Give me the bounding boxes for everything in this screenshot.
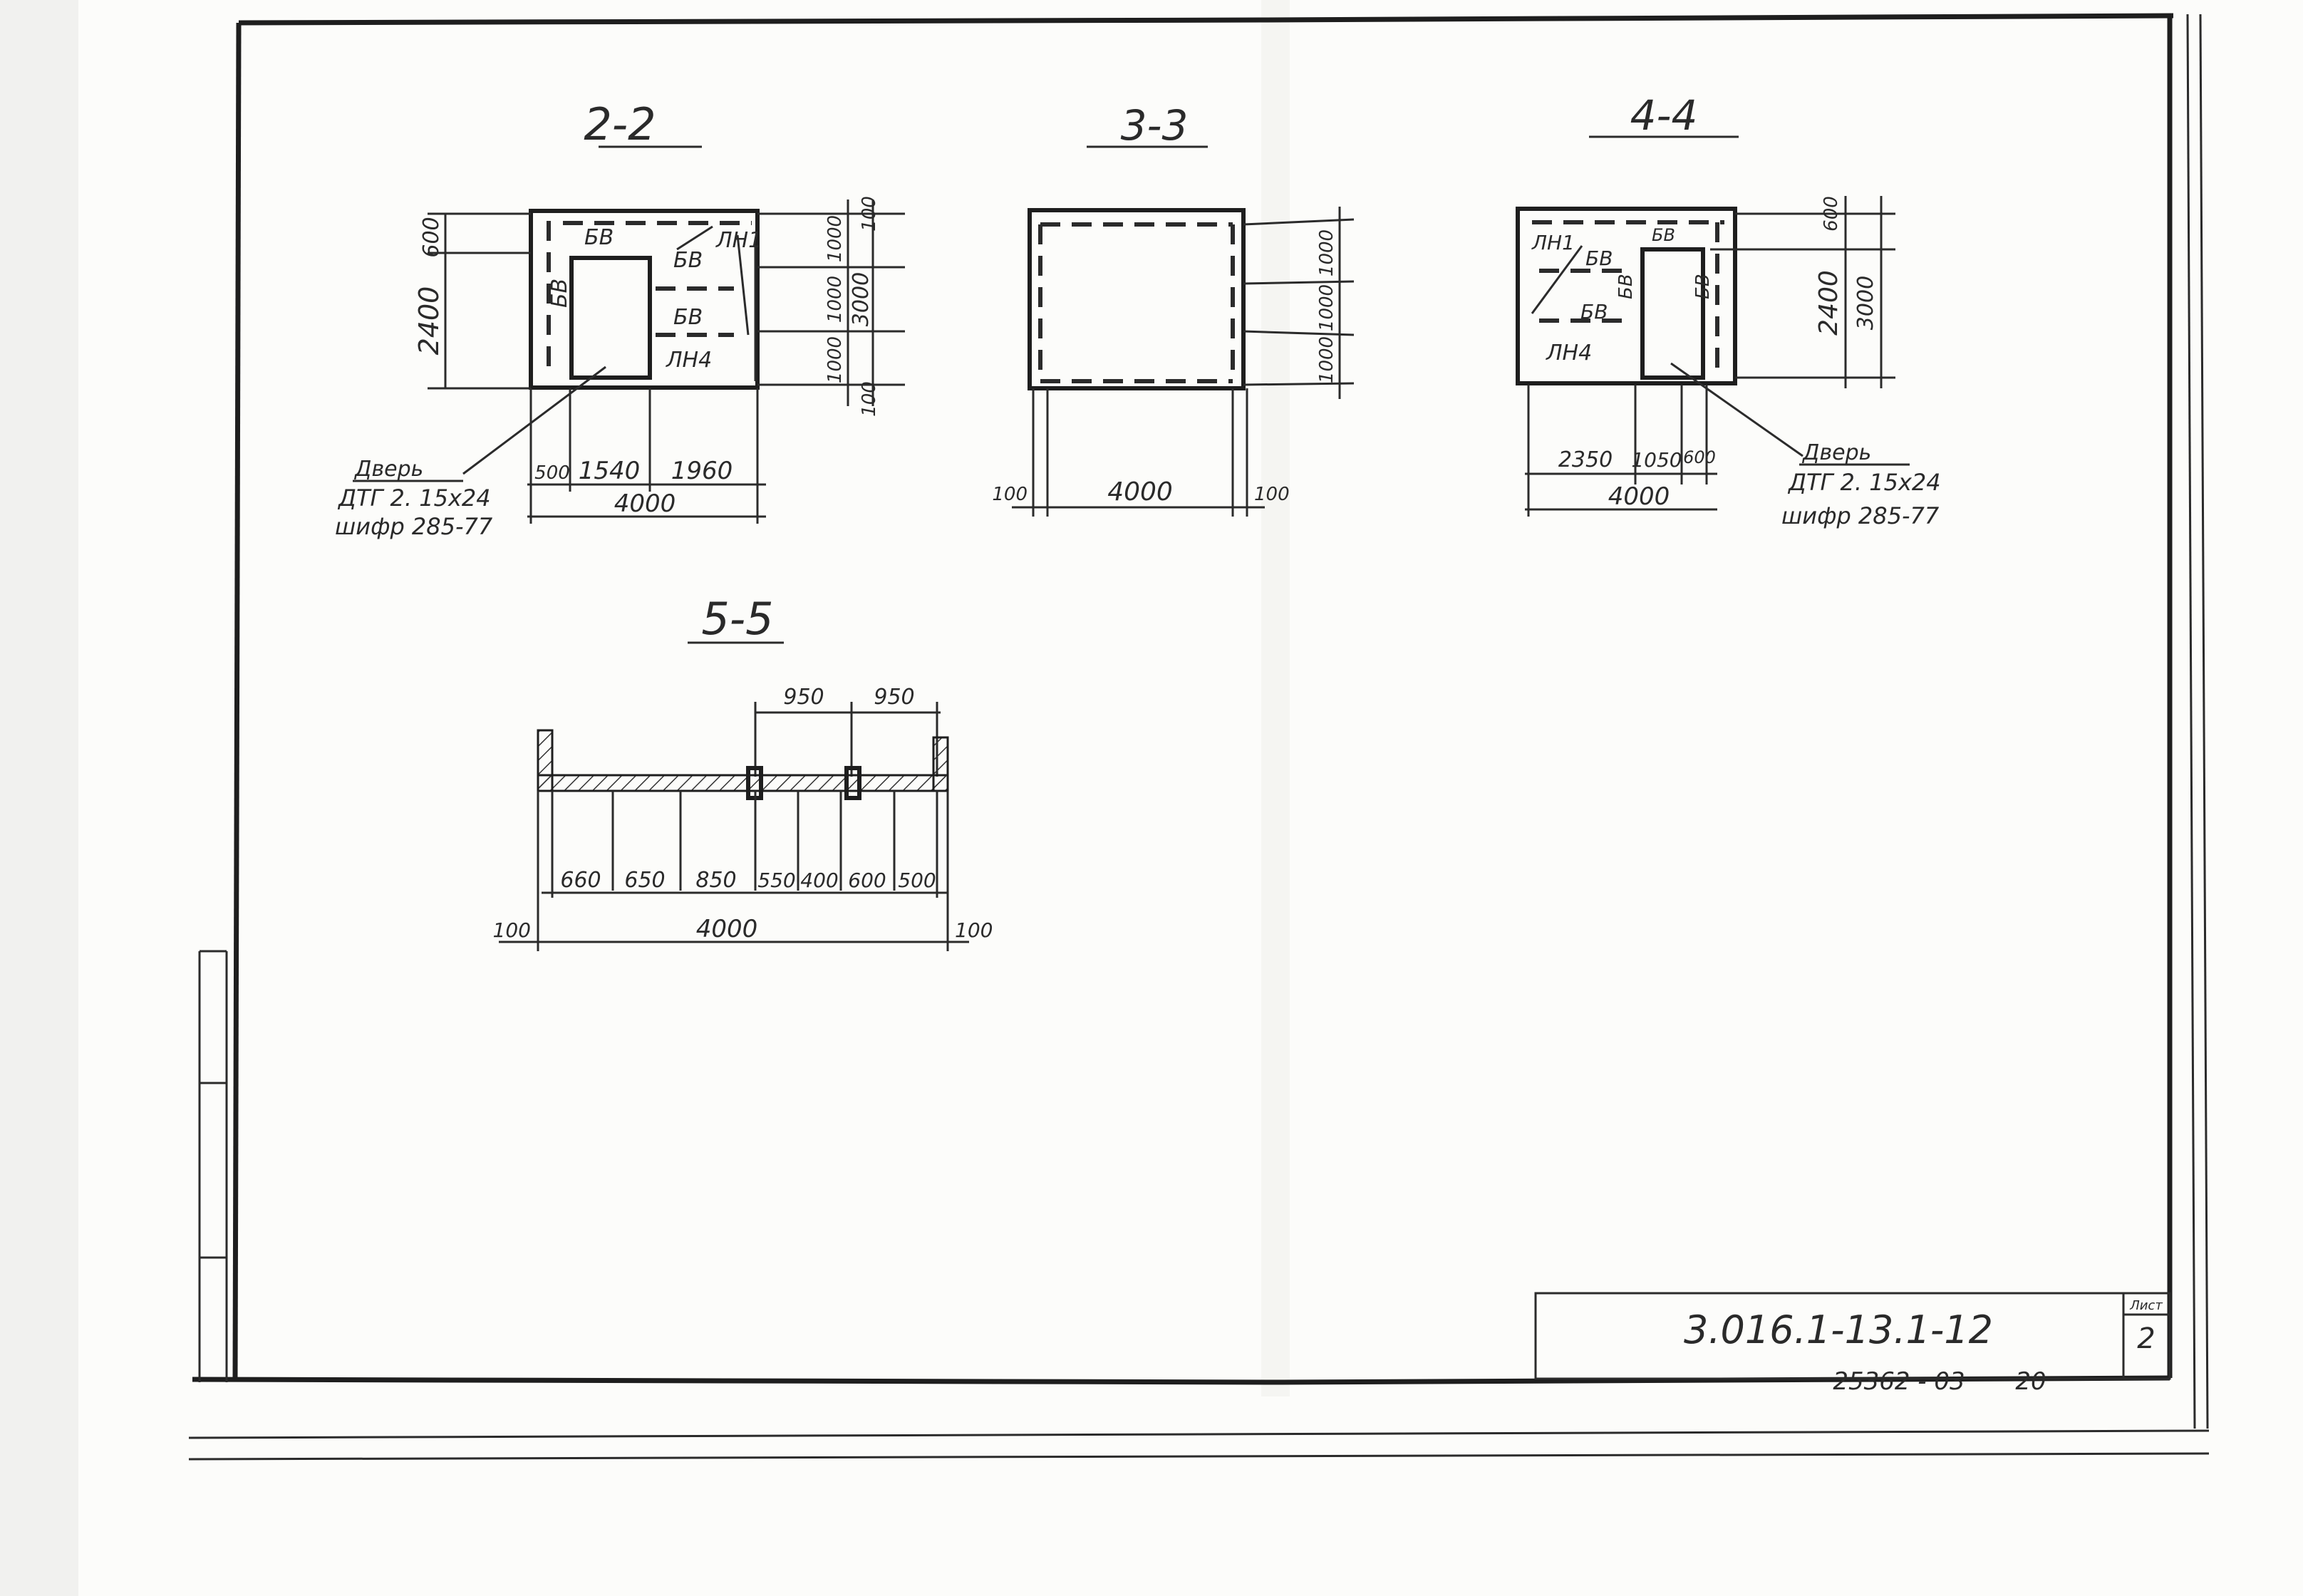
door-note-code: шифр 285-77 <box>335 513 493 540</box>
slab-label-ln1: ЛН1 <box>715 228 762 253</box>
slab-label-bb: БВ <box>1580 300 1608 323</box>
dim-right-600: 600 <box>1821 196 1842 232</box>
dim-left-2400: 2400 <box>413 286 445 356</box>
section-title: 2-2 <box>584 98 656 150</box>
slab-label-bb: БВ <box>1652 225 1675 245</box>
section-4-4: 4-4 ЛН1 БВ БВ ЛН4 БВ БВ БВ 600 2400 3000… <box>1516 91 1941 529</box>
dim-row-850: 850 <box>695 868 736 893</box>
slab-label-bb: БВ <box>1585 247 1613 270</box>
dim-left-600: 600 <box>419 217 444 257</box>
title-block: 3.016.1-13.1-12 Лист 2 25362 - 03 20 <box>1534 1292 2171 1396</box>
section-2-2: 2-2 БВ БВ БВ БВ ЛН1 ЛН4 600 2400 100 100… <box>335 98 905 540</box>
inventory-number: 25362 - 03 <box>1833 1367 1965 1396</box>
dim-bottom-100: 100 <box>493 918 531 942</box>
dim-top-950: 950 <box>874 685 914 710</box>
dim-bottom-100: 100 <box>955 918 993 942</box>
door-note-title: Дверь <box>353 457 423 482</box>
door-note-title: Дверь <box>1801 440 1871 465</box>
inventory-page: 20 <box>2015 1367 2046 1396</box>
drawing-code: 3.016.1-13.1-12 <box>1684 1307 1993 1352</box>
section-title: 3-3 <box>1121 101 1189 150</box>
dim-bottom-1540: 1540 <box>579 457 641 485</box>
section-5-5: 5-5 950 950 660 650 850 550 400 600 500 … <box>493 593 993 951</box>
dim-top-950: 950 <box>783 685 824 710</box>
section-title: 5-5 <box>701 593 773 645</box>
sheet-number: 2 <box>2137 1322 2155 1355</box>
slab-label-bb: БВ <box>673 248 703 273</box>
dim-right-3000: 3000 <box>849 272 874 326</box>
dim-bottom-500: 500 <box>534 462 570 484</box>
slab-label-ln1: ЛН1 <box>1531 231 1575 254</box>
dim-total-4000: 4000 <box>1608 482 1670 511</box>
dim-right-100: 100 <box>859 381 880 417</box>
door-note-type: ДТГ 2. 15х24 <box>1787 469 1941 496</box>
dim-row-600: 600 <box>848 869 886 892</box>
dim-bottom-4000: 4000 <box>696 915 758 943</box>
sheet-label: Лист <box>2129 1298 2163 1313</box>
dim-bottom-2350: 2350 <box>1558 447 1613 472</box>
dim-bottom-100: 100 <box>1254 484 1290 505</box>
dim-bottom-600: 600 <box>1683 447 1716 467</box>
dim-right-1000: 1000 <box>824 336 846 383</box>
dim-row-550: 550 <box>757 869 795 892</box>
dim-row-400: 400 <box>800 869 838 892</box>
slab-label-bb: БВ <box>673 305 703 330</box>
dim-right-3000: 3000 <box>1853 276 1878 330</box>
dim-bottom-4000: 4000 <box>1107 477 1173 507</box>
slab-label-bb: БВ <box>1692 274 1714 299</box>
slab-label-ln4: ЛН4 <box>666 348 712 373</box>
dim-right-100: 100 <box>859 196 880 232</box>
dim-right-1000: 1000 <box>824 276 846 323</box>
dim-bottom-1960: 1960 <box>671 457 733 485</box>
section-title: 4-4 <box>1630 91 1698 140</box>
dim-row-650: 650 <box>624 868 665 893</box>
dim-right-1000: 1000 <box>1316 284 1337 331</box>
dim-bottom-1050: 1050 <box>1631 448 1682 472</box>
dim-right-1000: 1000 <box>1316 336 1337 383</box>
section-3-3: 3-3 1000 1000 1000 100 4000 100 <box>992 101 1355 517</box>
slab-label-bb: БВ <box>584 225 614 250</box>
dim-right-1000: 1000 <box>1316 229 1337 276</box>
dim-bottom-100: 100 <box>992 484 1028 505</box>
dim-row-500: 500 <box>898 869 936 892</box>
door-note-code: шифр 285-77 <box>1781 502 1940 529</box>
dim-right-2400: 2400 <box>1814 270 1843 336</box>
dim-row-660: 660 <box>560 868 601 893</box>
slab-label-bb: БВ <box>1615 274 1637 299</box>
sheet-frame <box>188 13 2210 1461</box>
dim-right-1000: 1000 <box>824 215 846 262</box>
slab-label-bb: БВ <box>547 279 572 308</box>
slab-label-ln4: ЛН4 <box>1546 341 1592 366</box>
door-note-type: ДТГ 2. 15х24 <box>337 484 491 512</box>
dim-total-4000: 4000 <box>614 489 676 518</box>
